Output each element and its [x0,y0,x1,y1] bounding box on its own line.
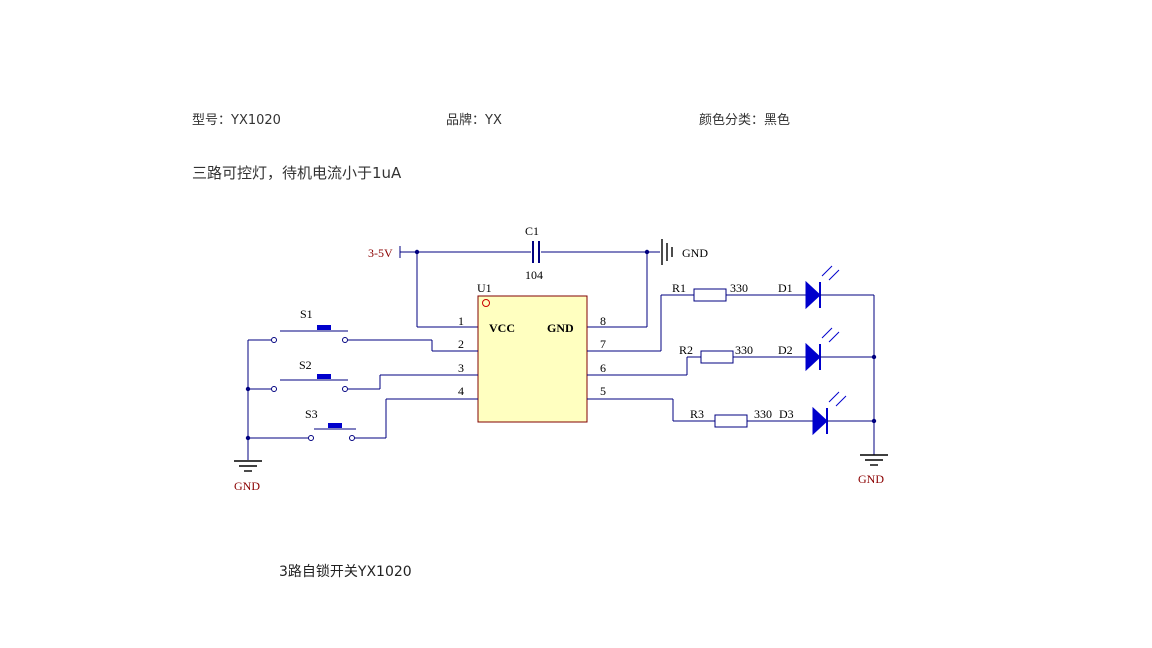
led-d1-label: D1 [778,281,793,295]
gnd-left-label: GND [234,479,260,493]
switch-s1-contact-right [342,337,348,343]
switch-s1-button [317,325,331,330]
led-d2-ray1 [821,327,833,339]
switch-s1-label: S1 [300,307,313,321]
resistor-r3 [714,414,748,428]
pin-label-2: 2 [458,337,464,351]
led-d3-ray2 [835,395,847,407]
pin-label-8: 8 [600,314,606,328]
switch-s3-contact-left [308,435,314,441]
chip-vcc-label: VCC [489,321,515,335]
switch-s3-contact-right [349,435,355,441]
junction-d2 [871,354,877,360]
led-d1-triangle [805,280,821,310]
chip-u1-body [477,295,588,423]
gnd-top-label: GND [682,246,708,260]
resistor-r1 [693,288,727,302]
resistor-r2 [700,350,734,364]
switch-s2-button [317,374,331,379]
spec-brand: 品牌：YX [446,113,502,128]
led-d1-ray1 [821,265,833,277]
resistor-r1-value: 330 [730,281,748,295]
supply-voltage-label: 3-5V [368,246,393,260]
switch-s2-label: S2 [299,358,312,372]
pin-label-1: 1 [458,314,464,328]
pin-label-5: 5 [600,384,606,398]
resistor-r1-ref: R1 [672,281,686,295]
spec-model: 型号：YX1020 [192,113,281,128]
capacitor-ref: C1 [525,224,539,238]
switch-s3-label: S3 [305,407,318,421]
pin-label-4: 4 [458,384,464,398]
switch-s2-contact-left [271,386,277,392]
chip-gnd-label: GND [547,321,574,335]
switch-s1-contact-left [271,337,277,343]
led-d1-ray2 [828,269,840,281]
switch-s2-contact-right [342,386,348,392]
spec-color: 颜色分类：黑色 [699,113,791,128]
chip-ref: U1 [477,281,492,295]
led-d2-label: D2 [778,343,793,357]
resistor-r3-ref: R3 [690,407,704,421]
pin-label-3: 3 [458,361,464,375]
resistor-r2-ref: R2 [679,343,693,357]
junction-d3 [871,418,877,424]
capacitor-value: 104 [525,268,543,282]
led-d3-triangle [812,406,828,436]
chip-pin1-marker [482,299,490,307]
pin-label-7: 7 [600,337,606,351]
product-description: 三路可控灯，待机电流小于1uA [192,164,402,182]
image-caption: 3路自锁开关YX1020 [279,564,412,580]
led-d2-triangle [805,342,821,372]
led-d3-ray1 [828,391,840,403]
pin-label-6: 6 [600,361,606,375]
resistor-r2-value: 330 [735,343,753,357]
switch-s3-button [328,423,342,428]
led-d3-label: D3 [779,407,794,421]
resistor-r3-value: 330 [754,407,772,421]
gnd-right-label: GND [858,472,884,486]
led-d2-ray2 [828,331,840,343]
